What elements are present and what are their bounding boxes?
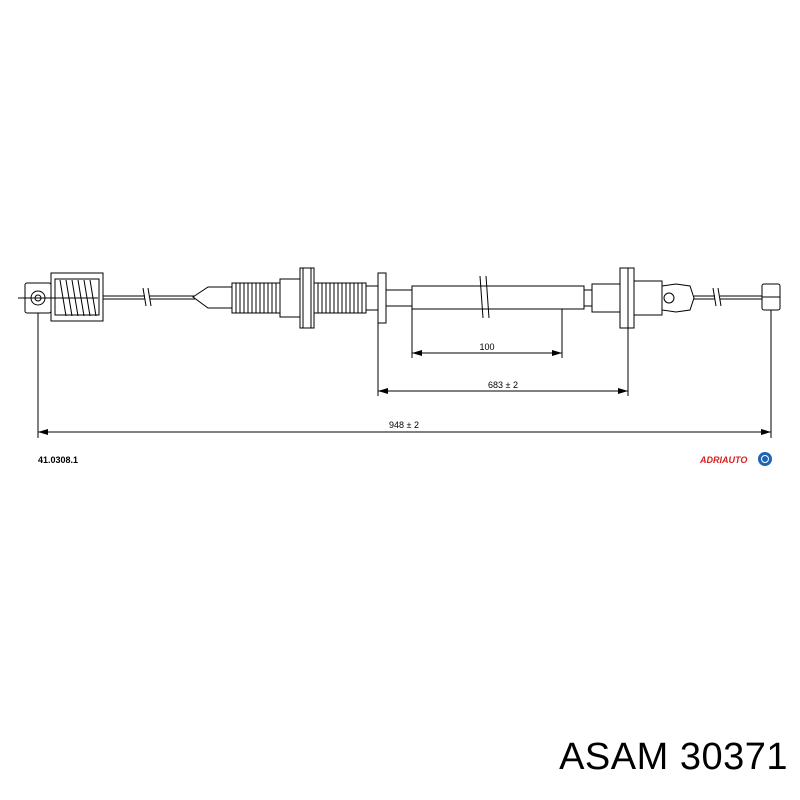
extension-lines bbox=[37, 309, 772, 438]
dimension-inner-length: 100 bbox=[479, 342, 494, 352]
dimension-arrows bbox=[38, 350, 771, 435]
part-number: 41.0308.1 bbox=[38, 455, 78, 465]
outer-sleeve bbox=[411, 275, 585, 319]
nose-cone bbox=[192, 286, 233, 309]
inner-wire-left bbox=[103, 287, 195, 307]
adjuster-flange bbox=[279, 267, 315, 329]
ferrule bbox=[365, 272, 413, 324]
left-eyelet bbox=[18, 282, 60, 314]
brand-logo-icon bbox=[758, 452, 772, 466]
caption: ASAM 30371 bbox=[559, 736, 788, 778]
brand-logo-text: ADRIAUTO bbox=[699, 455, 747, 465]
dimension-lines bbox=[38, 352, 771, 433]
left-spring-housing bbox=[50, 272, 104, 322]
left-thread bbox=[231, 282, 281, 314]
right-thread bbox=[313, 282, 367, 314]
inner-wire-right bbox=[694, 287, 762, 307]
dimension-middle-length: 683 ± 2 bbox=[488, 380, 518, 390]
dimension-total-length: 948 ± 2 bbox=[389, 420, 419, 430]
brand-logo: ADRIAUTO bbox=[699, 452, 772, 466]
right-end-fitting bbox=[583, 267, 695, 329]
right-end-nipple bbox=[761, 283, 781, 311]
